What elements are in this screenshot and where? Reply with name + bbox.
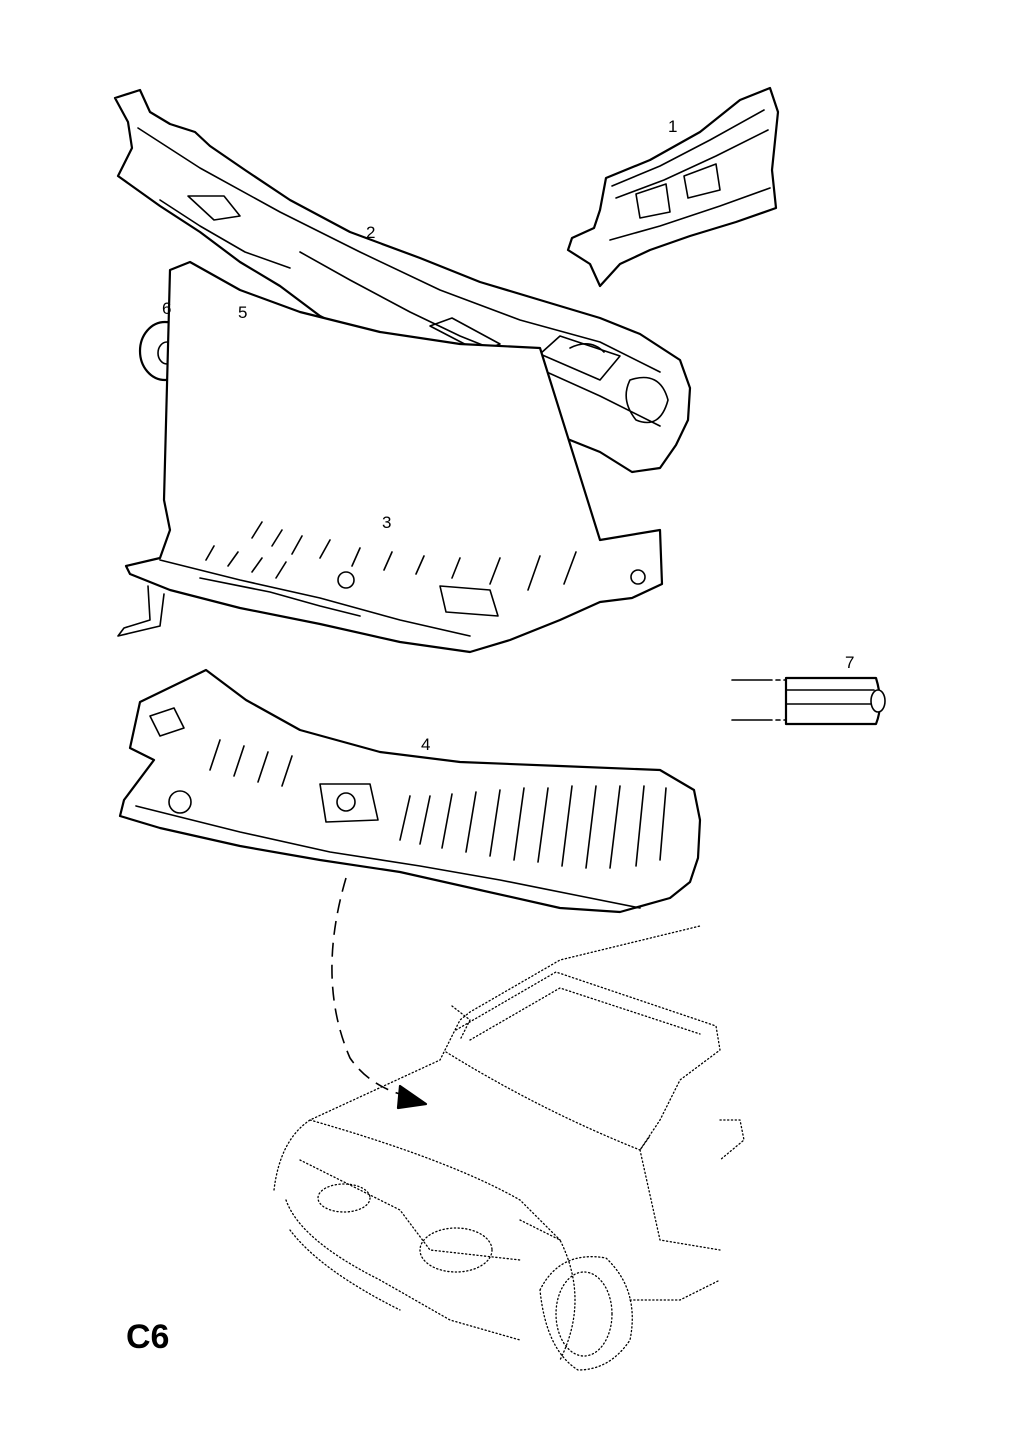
callout-2: 2 [366, 223, 375, 242]
callout-7: 7 [845, 653, 854, 672]
part-3-plenum-panel [117, 260, 664, 654]
callout-4: 4 [421, 735, 430, 754]
part-4-lower-cowl-panel [118, 668, 702, 914]
leader-arrow [331, 877, 428, 1110]
seal-strip-icon [731, 676, 886, 726]
callout-1: 1 [668, 117, 677, 136]
car-outline-icon [273, 925, 745, 1371]
callout-6: 6 [162, 299, 171, 318]
callout-3: 3 [382, 513, 391, 532]
part-1-side-panel [566, 86, 780, 288]
callout-5: 5 [238, 303, 247, 322]
sheet-code-label: C6 [126, 1318, 170, 1356]
